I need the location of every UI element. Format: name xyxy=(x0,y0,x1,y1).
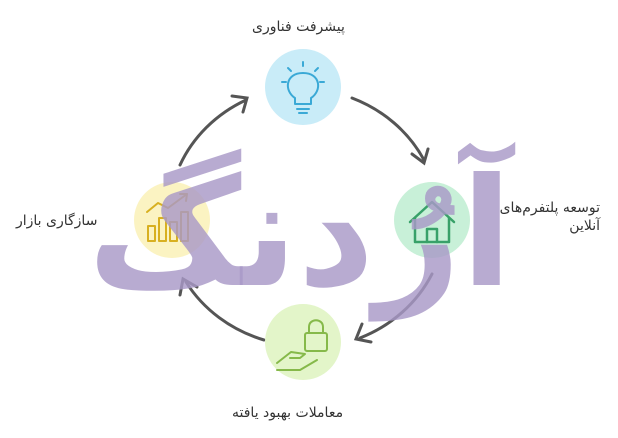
arrowhead-transactions-to-market xyxy=(178,276,199,297)
node-transactions-label: معاملات بهبود یافته xyxy=(232,405,344,421)
arrow-tech-to-platforms xyxy=(350,96,426,162)
node-tech-label: پیشرفت فناوری xyxy=(252,19,345,35)
node-platforms-circle xyxy=(394,182,470,258)
arrowhead-platforms-to-transactions xyxy=(353,322,373,344)
arrow-market-to-tech xyxy=(178,98,248,167)
hand-lock-icon xyxy=(276,319,328,371)
node-market-label: سازگاری بازار xyxy=(16,213,98,229)
arrowhead-market-to-tech xyxy=(230,94,249,114)
arrowhead-tech-to-platforms xyxy=(410,147,430,166)
node-tech-circle xyxy=(265,49,341,125)
arrow-transactions-to-market xyxy=(184,280,266,342)
node-platforms-label: توسعه پلتفرم‌های آنلاین xyxy=(499,200,600,234)
house-icon xyxy=(408,200,456,244)
arrow-platforms-to-transactions xyxy=(358,272,434,340)
cycle-arrows xyxy=(178,94,434,344)
lightbulb-icon xyxy=(281,61,325,114)
watermark-text: آرُدنگ xyxy=(88,142,516,322)
growth-chart-icon xyxy=(146,193,189,242)
node-market-circle xyxy=(134,182,210,258)
